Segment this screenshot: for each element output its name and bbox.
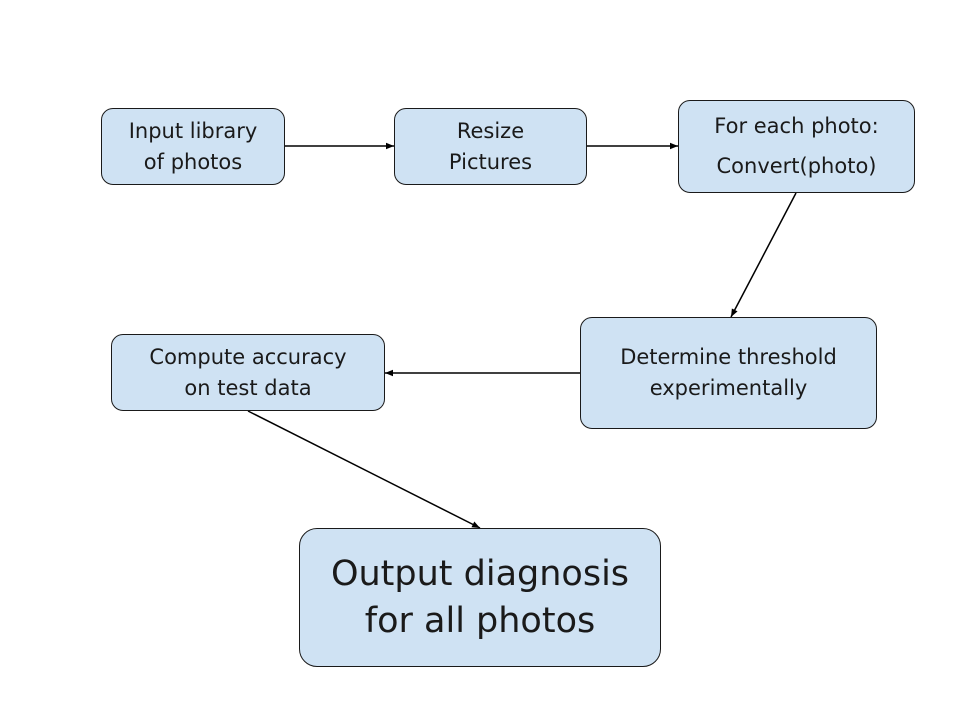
node-label-line: Input library [128, 118, 258, 143]
node-label-line: on test data [184, 375, 312, 400]
node-label-line: of photos [143, 149, 243, 174]
node-input-library: Input library of photos [101, 108, 285, 185]
edge-convert-to-threshold [730, 192, 797, 318]
edge-accuracy-to-output [247, 410, 481, 529]
node-label-line: experimentally [649, 376, 808, 400]
node-label-line: Compute accuracy [149, 344, 347, 369]
node-label-line: for all photos [364, 600, 596, 641]
node-label-line: Output diagnosis [330, 553, 630, 594]
node-label-line: Convert(photo) [716, 154, 877, 178]
node-label-line: For each photo: [714, 114, 879, 138]
node-determine-threshold: Determine threshold experimentally [580, 317, 877, 429]
node-label-line: Pictures [448, 149, 533, 174]
node-compute-accuracy: Compute accuracy on test data [111, 334, 385, 411]
node-label-line: Resize [456, 118, 525, 143]
node-convert-photo: For each photo: Convert(photo) [678, 100, 915, 193]
node-label-line: Determine threshold [620, 345, 837, 369]
node-resize-pictures: Resize Pictures [394, 108, 587, 185]
node-output-diagnosis: Output diagnosis for all photos [299, 528, 661, 667]
